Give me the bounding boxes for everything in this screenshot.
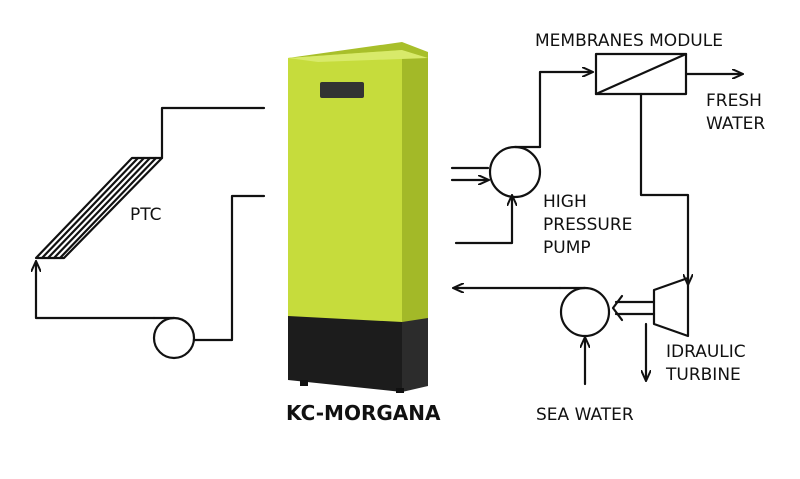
membranes-label: MEMBRANES MODULE (535, 31, 723, 51)
high-pressure-pump-icon (488, 145, 542, 199)
sea-water-label: SEA WATER (536, 405, 634, 425)
hydraulic-turbine-icon (652, 276, 690, 338)
feed-to-membrane-line (538, 72, 592, 149)
hp-label-3: PUMP (543, 238, 591, 258)
turbine-label-1: IDRAULIC (666, 342, 746, 362)
seawater-pump-icon (558, 286, 611, 338)
ptc-label: PTC (130, 205, 162, 225)
membrane-module-icon (594, 52, 688, 96)
collector-feed-line (36, 262, 156, 320)
display-panel (320, 82, 364, 98)
pump-inlet-line (454, 196, 512, 245)
hp-label-2: PRESSURE (543, 215, 632, 235)
unit-name-label: KC-MORGANA (286, 401, 441, 425)
return-line (192, 194, 266, 342)
kc-morgana-unit (288, 42, 428, 393)
turbine-label-2: TURBINE (665, 365, 741, 385)
hp-label-1: HIGH (543, 192, 587, 212)
circulation-pump-icon (152, 316, 196, 360)
solar-collector-icon (34, 156, 164, 260)
fresh-label-2: WATER (706, 114, 765, 134)
hot-line (160, 106, 266, 160)
brine-line (639, 92, 688, 284)
fresh-label-1: FRESH (706, 91, 762, 111)
